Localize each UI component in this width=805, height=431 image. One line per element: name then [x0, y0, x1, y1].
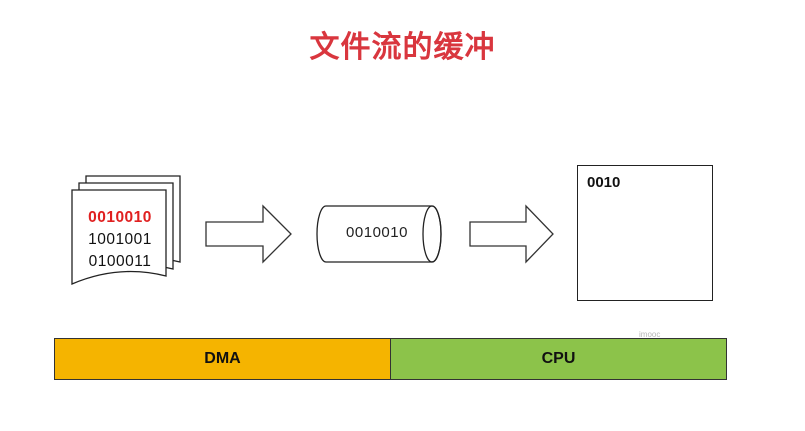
watermark: imooc	[639, 330, 661, 339]
slide-title: 文件流的缓冲	[309, 30, 496, 65]
right-arrow-icon	[469, 204, 554, 264]
dma-bar: DMA	[54, 338, 391, 380]
cpu-buffer-box: 0010	[577, 165, 713, 301]
document-line-2: 1001001	[88, 231, 152, 248]
stream-data: 0010010	[346, 224, 408, 241]
file-document-stack-icon	[71, 175, 181, 285]
document-line-1: 0010010	[88, 209, 152, 226]
dma-label: DMA	[204, 350, 241, 367]
document-line-3: 0100011	[88, 253, 152, 270]
stream-cylinder-icon	[316, 205, 442, 263]
right-arrow-icon	[205, 204, 292, 264]
cpu-label: CPU	[541, 350, 576, 367]
cpu-buffer-data: 0010	[587, 174, 621, 191]
cpu-bar: CPU	[390, 338, 727, 380]
